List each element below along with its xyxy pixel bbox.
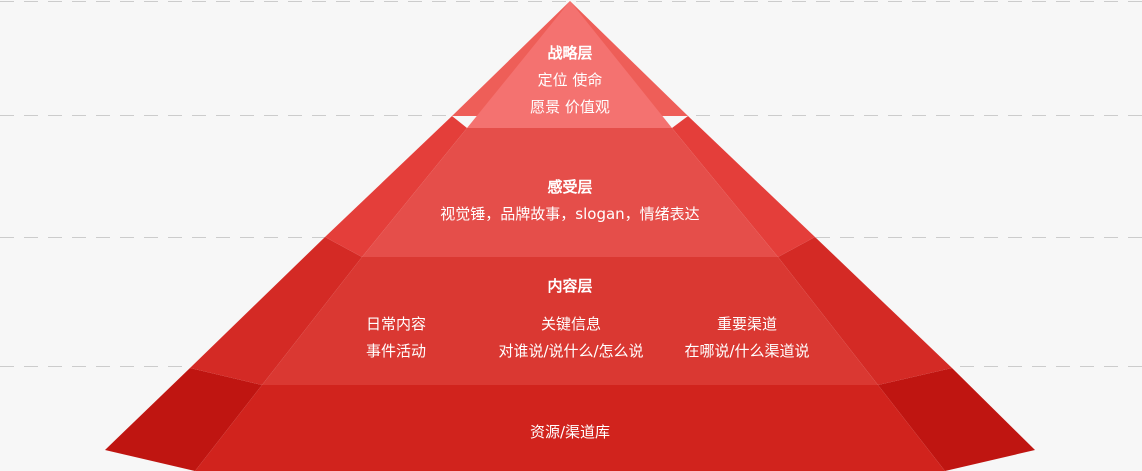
layer-content-front: [262, 257, 878, 385]
layer-strategy-front: [467, 1, 672, 128]
content-column-line: 事件活动: [365, 342, 427, 360]
layer-resources-side-left: [105, 368, 262, 471]
content-column-line: 日常内容: [365, 315, 427, 333]
content-column-line: 在哪说/什么渠道说: [684, 342, 810, 360]
content-title: 内容层: [547, 277, 593, 295]
strategy-line: 愿景 价值观: [530, 98, 610, 116]
perception-line: 视觉锤，品牌故事，slogan，情绪表达: [440, 205, 700, 223]
layer-content-side-left: [190, 237, 362, 385]
content-column-line: 对谁说/说什么/怎么说: [498, 342, 644, 360]
layer-content-side-right: [778, 237, 952, 385]
layer-resources-front: [195, 385, 945, 471]
layer-perception-front: [362, 128, 778, 257]
content-column-line: 关键信息: [540, 315, 602, 333]
perception-title: 感受层: [547, 178, 593, 196]
layer-perception-side-left: [325, 116, 467, 257]
strategy-line: 定位 使命: [537, 71, 603, 89]
layer-resources-side-right: [878, 368, 1035, 471]
layer-perception-side-right: [672, 116, 815, 257]
content-column-line: 重要渠道: [716, 315, 778, 333]
strategy-title: 战略层: [547, 44, 593, 62]
resources-title: 资源/渠道库: [529, 423, 611, 441]
